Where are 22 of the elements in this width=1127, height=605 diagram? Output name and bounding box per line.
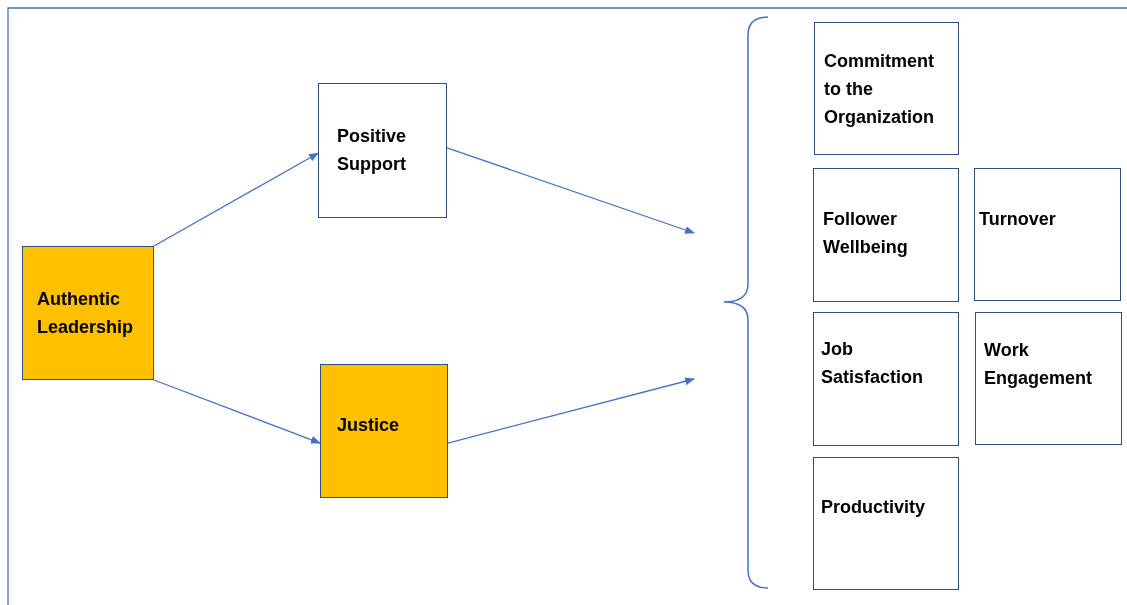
box-label: Positive Support bbox=[337, 125, 408, 176]
concept-box bbox=[22, 246, 154, 380]
box-label: Justice bbox=[337, 414, 401, 437]
box-label: Authentic Leadership bbox=[37, 288, 135, 339]
arrow bbox=[447, 377, 695, 444]
box-label: Turnover bbox=[979, 208, 1057, 231]
box-label: Productivity bbox=[821, 496, 927, 519]
concept-box bbox=[318, 83, 447, 218]
concept-box bbox=[974, 168, 1121, 301]
box-label: Work Engagement bbox=[984, 339, 1094, 390]
box-label: Follower Wellbeing bbox=[823, 208, 909, 259]
box-label: Job Satisfaction bbox=[821, 338, 925, 389]
concept-box bbox=[813, 168, 959, 302]
concept-box bbox=[813, 312, 959, 446]
arrow bbox=[153, 152, 319, 247]
arrow bbox=[153, 379, 321, 444]
arrow bbox=[446, 147, 695, 234]
concept-box bbox=[814, 22, 959, 155]
concept-box bbox=[975, 312, 1122, 445]
concept-box bbox=[320, 364, 448, 498]
concept-box bbox=[813, 457, 959, 590]
box-label: Commitment to the Organization bbox=[824, 50, 935, 129]
